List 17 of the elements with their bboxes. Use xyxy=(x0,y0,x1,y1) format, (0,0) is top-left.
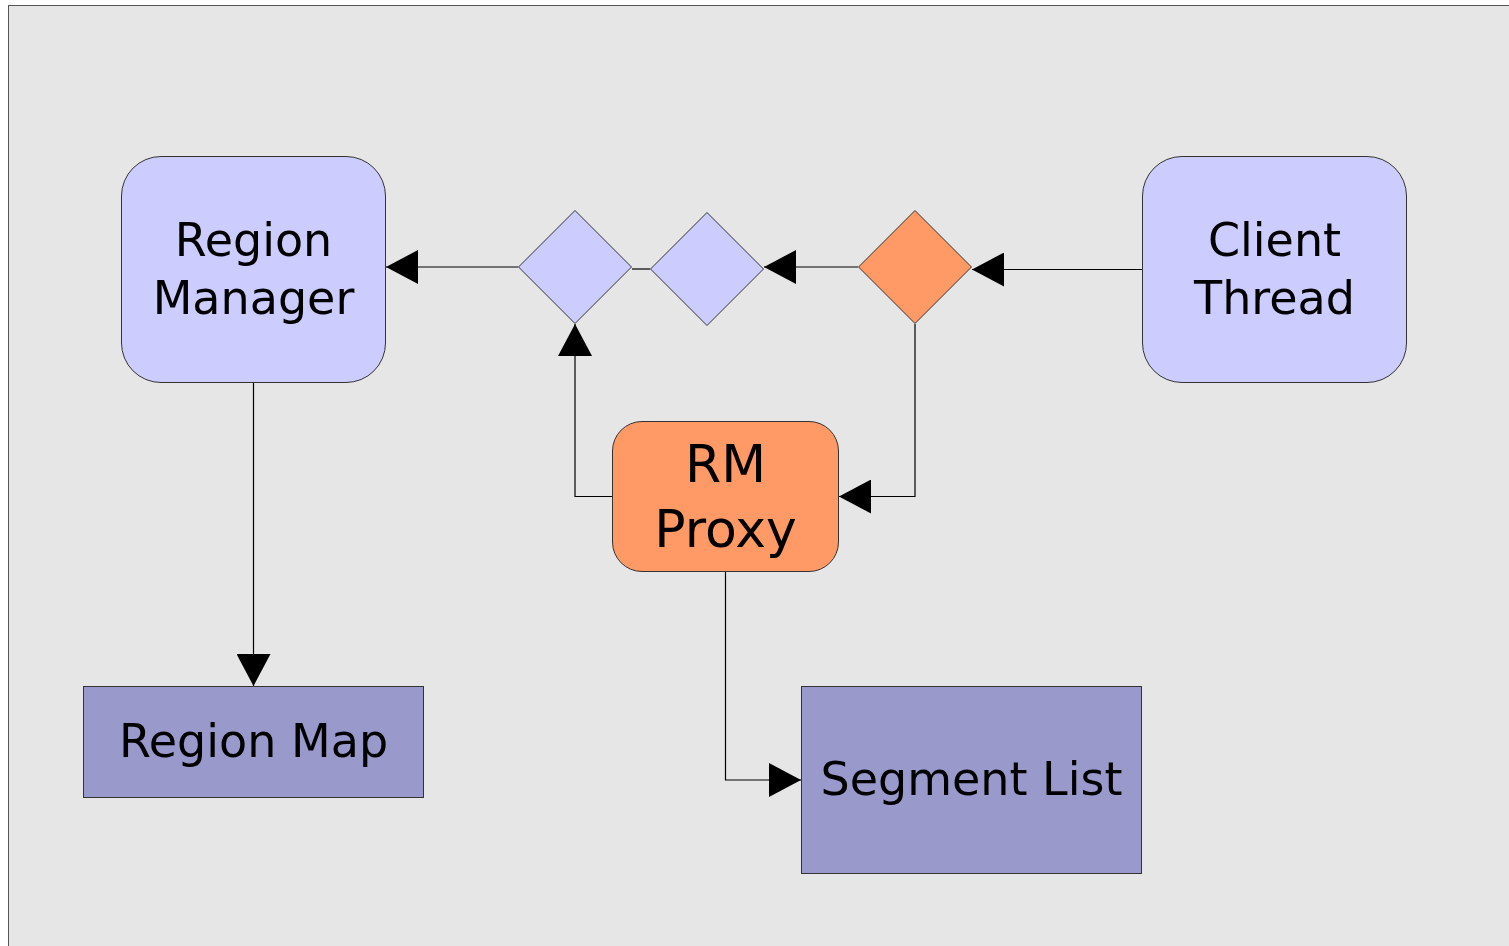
node-label: Region Map xyxy=(118,713,389,771)
arrow xyxy=(971,252,1143,287)
process-box xyxy=(83,686,424,798)
rounded-box xyxy=(1142,156,1407,383)
rounded-box xyxy=(121,156,386,383)
node-label: Region Manager xyxy=(151,212,356,327)
arrow xyxy=(236,382,271,687)
node-label: RM Proxy xyxy=(653,432,798,561)
rounded-box xyxy=(612,421,839,572)
arrow xyxy=(385,250,519,284)
arrow xyxy=(838,323,916,514)
arrow xyxy=(558,323,613,498)
process-box xyxy=(801,686,1142,874)
node-label: Segment List xyxy=(820,751,1123,809)
arrow xyxy=(763,250,859,284)
arrow xyxy=(724,571,802,797)
node-label: Client Thread xyxy=(1193,212,1356,327)
